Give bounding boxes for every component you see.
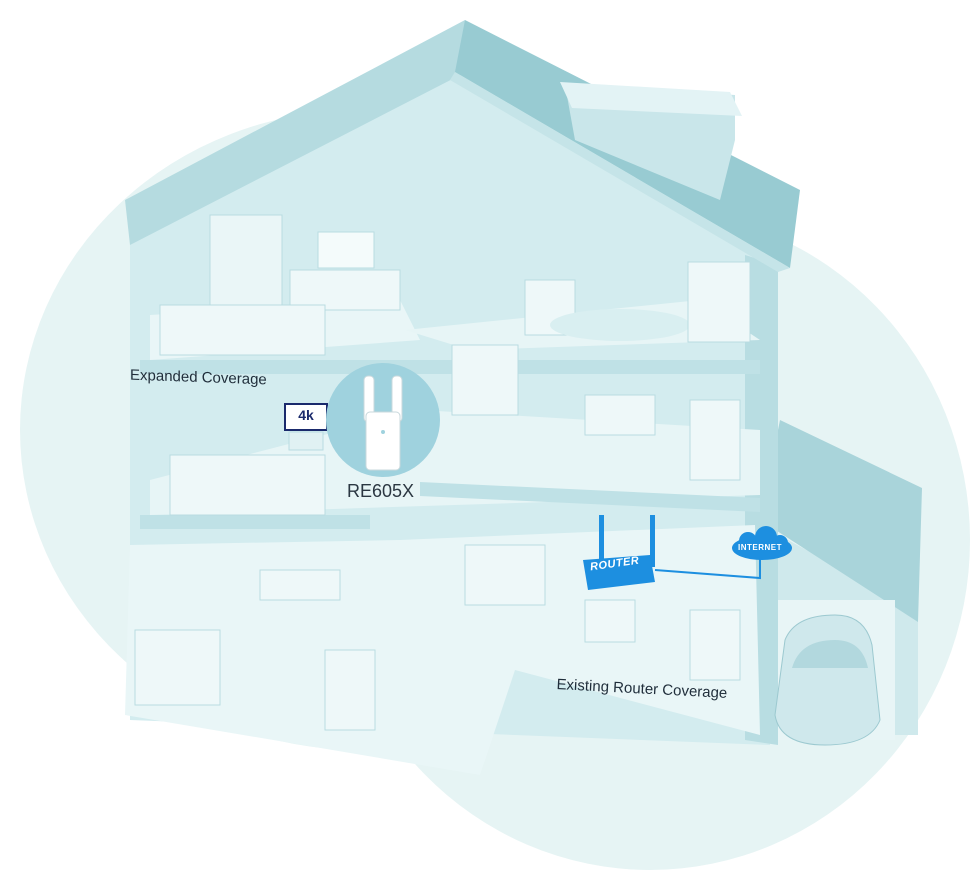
second-floor-bed xyxy=(169,454,326,516)
ground-shelf xyxy=(324,649,376,731)
roof-front-edge xyxy=(450,72,790,272)
fridge xyxy=(689,399,741,481)
ground-cabinet xyxy=(689,609,741,681)
attic-sofa xyxy=(687,261,751,343)
bookshelf xyxy=(451,344,519,416)
attic-desk xyxy=(289,269,401,311)
internet-label: INTERNET xyxy=(738,543,782,552)
attic-floor-edge xyxy=(140,360,760,374)
attic-monitor xyxy=(317,231,375,269)
dining-table xyxy=(584,394,656,436)
ground-dining-table xyxy=(259,569,341,601)
chimney-top xyxy=(560,82,742,116)
cloud-icon xyxy=(732,526,792,560)
attic-rug xyxy=(550,309,690,341)
car-icon xyxy=(774,614,881,746)
roof-left xyxy=(125,20,470,245)
garage-roof xyxy=(760,420,922,622)
chimney xyxy=(565,85,735,200)
router-icon xyxy=(583,515,655,590)
ground-table xyxy=(584,599,636,643)
second-floor-edge xyxy=(140,515,370,529)
tv-badge-label: 4k xyxy=(298,407,314,423)
ground-sofa xyxy=(464,544,546,606)
second-floor-edge-right xyxy=(420,482,760,512)
extender-model-label: RE605X xyxy=(347,481,415,501)
attic-bed xyxy=(159,304,326,356)
tv-icon xyxy=(284,403,328,451)
internet-cable xyxy=(654,552,761,580)
extender-icon xyxy=(326,363,440,477)
attic-wardrobe xyxy=(209,214,283,311)
ground-kitchen-counter xyxy=(134,629,221,706)
attic-cabinet xyxy=(524,279,576,336)
